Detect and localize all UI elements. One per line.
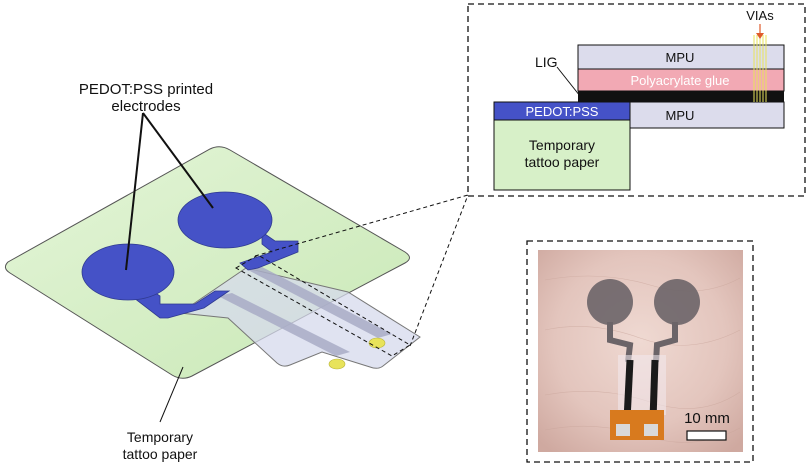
via-pad-right	[368, 337, 386, 349]
layer-glue-label: Polyacrylate glue	[631, 73, 730, 88]
label-electrodes-line1: PEDOT:PSS printed	[79, 81, 213, 98]
layer-tattoo-paper-label-line1: Temporary	[529, 137, 595, 153]
electrode-trace-right	[239, 231, 299, 271]
vias-arrowhead-icon	[756, 33, 764, 39]
tattoo-paper-sheet	[4, 146, 410, 379]
scale-bar	[686, 430, 727, 441]
leader-line-paper	[159, 366, 184, 423]
photo-connector-pad-right	[644, 424, 658, 436]
electrode-trace-left	[133, 281, 231, 319]
layer-mpu-bottom-label: MPU	[666, 108, 695, 123]
label-paper-line1: Temporary	[127, 429, 193, 445]
via-lines	[753, 35, 767, 102]
cross-section-inset: MPU Polyacrylate glue MPU VIAs LIG PEDOT…	[467, 3, 806, 197]
trace-left	[218, 293, 350, 356]
label-vias: VIAs	[746, 8, 774, 23]
layer-mpu-top-label: MPU	[666, 50, 695, 65]
label-paper-line2: tattoo paper	[123, 446, 198, 462]
lig-leader-line	[556, 66, 581, 97]
tattoo-device-illustration	[4, 146, 421, 379]
mpu-strip	[178, 267, 421, 369]
photo-electrode-right	[654, 279, 700, 325]
electrode-pad-right	[177, 191, 273, 249]
zoom-connector-bottom	[409, 194, 469, 347]
layer-pedot-label: PEDOT:PSS	[526, 104, 599, 119]
layer-tattoo-paper-label-line2: tattoo paper	[525, 154, 600, 170]
scale-bar-label: 10 mm	[684, 410, 730, 427]
zoom-connector-top	[254, 194, 469, 257]
label-lig: LIG	[535, 54, 558, 70]
photo-trace-right	[653, 322, 678, 363]
layer-tattoo-paper	[493, 119, 631, 191]
photo-inset: 10 mm	[526, 240, 754, 463]
layer-lig	[578, 91, 784, 102]
leader-line-left-electrode	[125, 112, 144, 271]
layer-mpu-top	[577, 44, 785, 70]
label-electrodes-line2: electrodes	[111, 98, 180, 115]
leader-line-right-electrode	[142, 112, 214, 209]
photo-trace-left	[607, 322, 634, 363]
via-pad-left	[328, 358, 346, 370]
photo-connector-pad-left	[616, 424, 630, 436]
photo-electrode-left	[587, 279, 633, 325]
trace-right	[248, 267, 392, 338]
zoom-highlight-box	[235, 254, 411, 357]
